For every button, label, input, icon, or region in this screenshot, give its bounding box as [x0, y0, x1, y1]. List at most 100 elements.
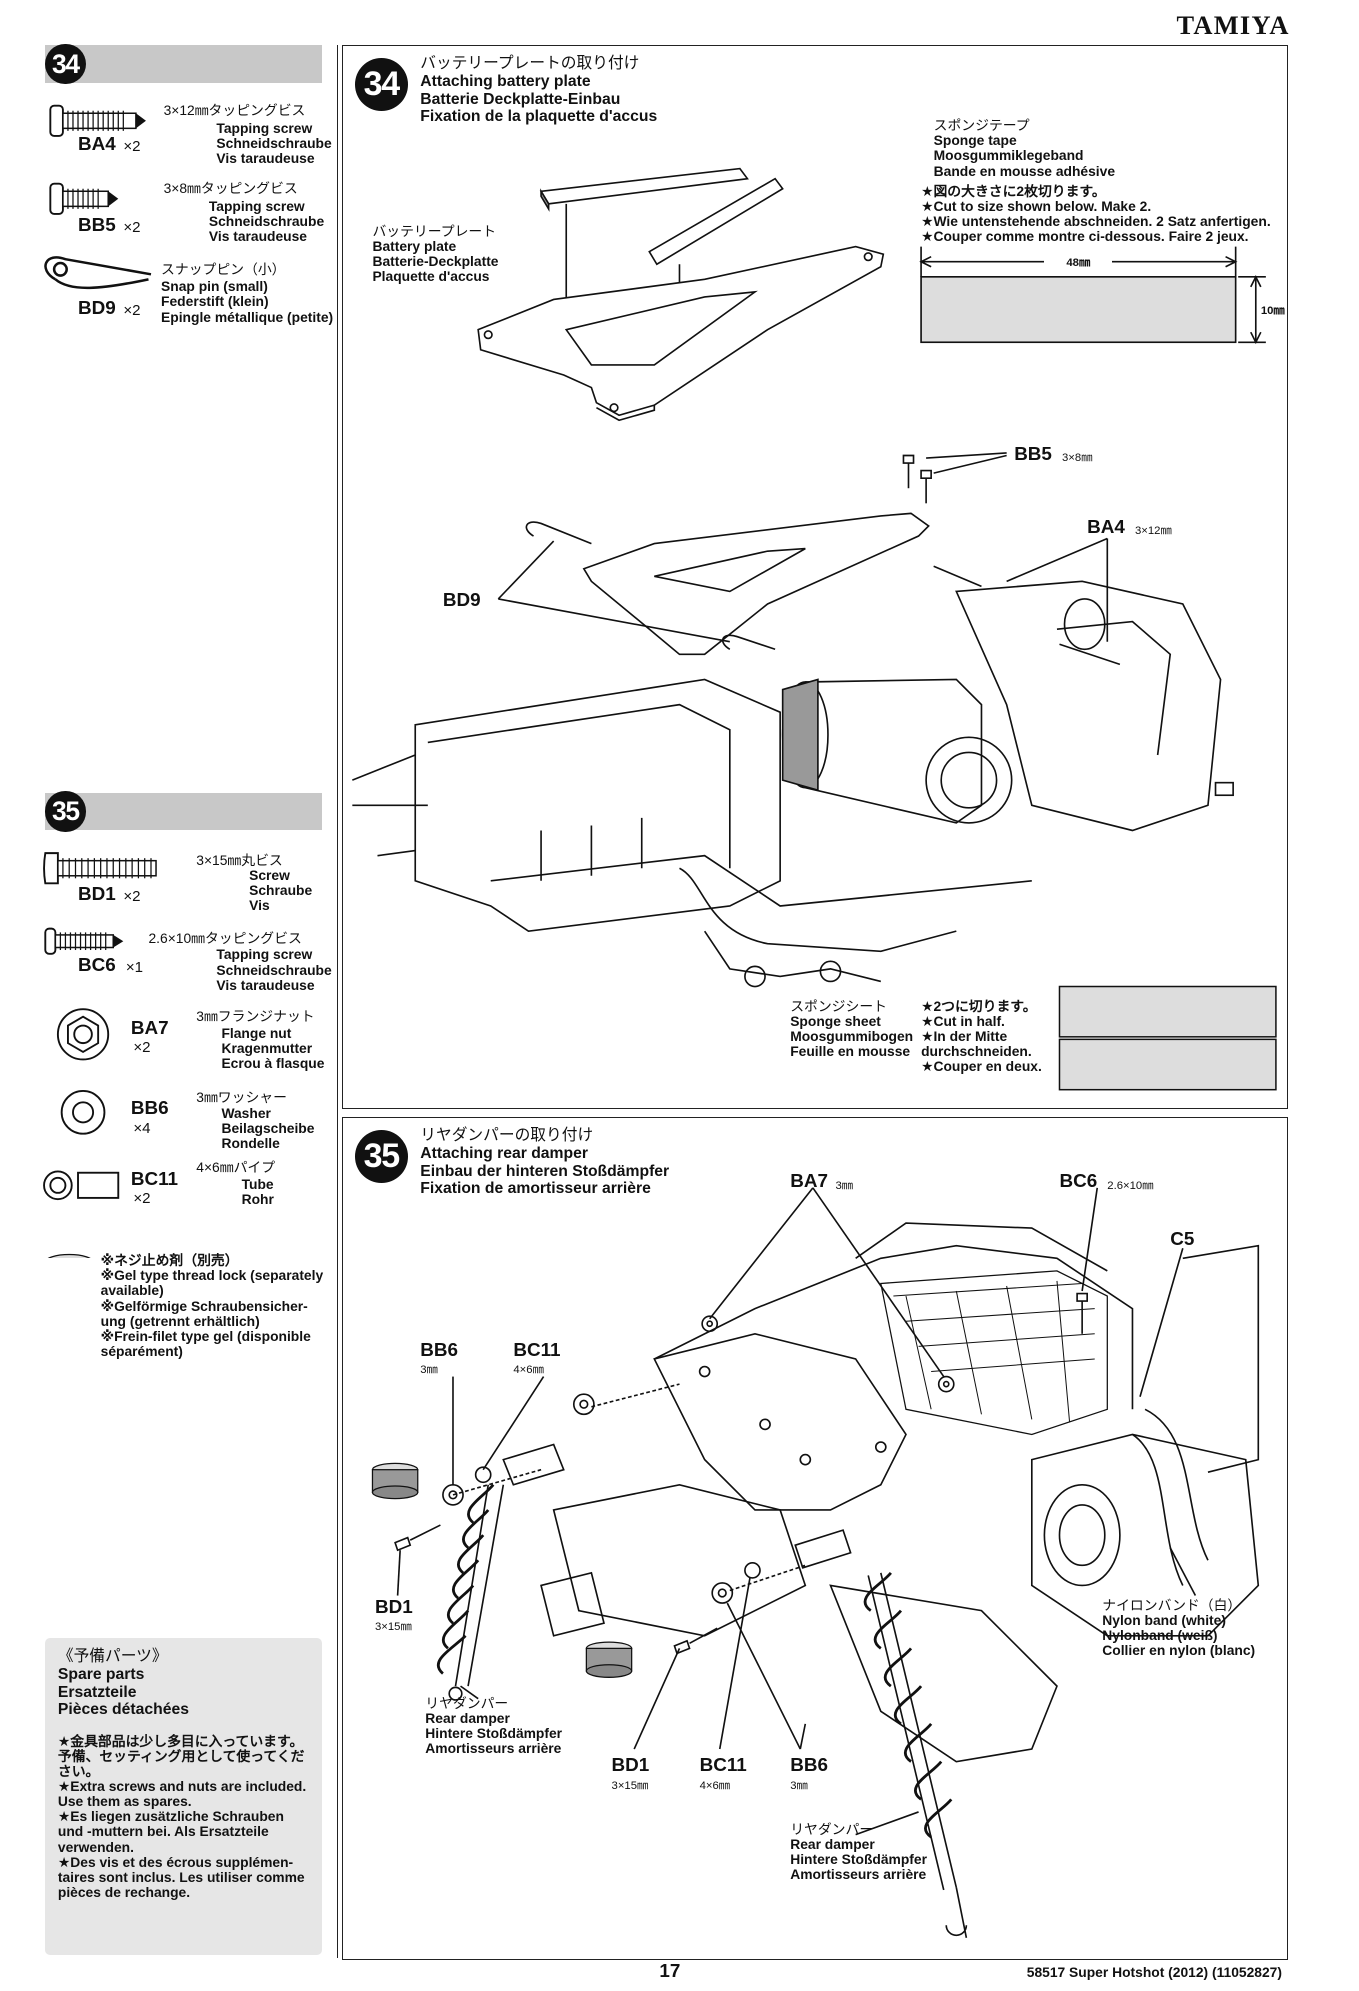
screw-icon: [49, 182, 119, 215]
part-name: Vis: [249, 897, 270, 914]
screw-icon: [44, 927, 124, 955]
part-name: Vis taraudeuse: [216, 976, 315, 993]
callout-bd1-size: 3×15㎜: [374, 1621, 412, 1634]
step34-diagram: [352, 167, 1277, 1091]
snap-pin-icon: [44, 256, 152, 290]
part-code: BC11: [130, 1167, 179, 1189]
step35-panel: [342, 1117, 1288, 1960]
part-code: BB6: [130, 1097, 169, 1119]
part-name: Tapping screw: [216, 946, 313, 963]
flange-nut-icon: [56, 1008, 110, 1061]
callout-bb5: BB5: [1014, 442, 1052, 464]
column-divider: [337, 45, 339, 1958]
part-qty: ×2: [123, 888, 141, 906]
part-name: Vis taraudeuse: [216, 149, 315, 166]
callout-bd9: BD9: [442, 588, 481, 610]
part-code: BA4: [78, 133, 116, 155]
sponge-tape-note: ★図の大きさに2枚切ります。 ★Cut to size shown below.…: [921, 182, 1271, 244]
part-name: Rohr: [241, 1190, 274, 1207]
part-qty: ×2: [123, 218, 141, 236]
part-name: Schneidschraube: [216, 961, 332, 978]
sponge-sheet-label: スポンジシート Sponge sheet Moosgummibogen Feui…: [790, 998, 914, 1060]
thread-lock-jar-icon: [585, 1641, 633, 1678]
callout-bc6: BC6: [1059, 1170, 1098, 1192]
part-code: BB5: [78, 213, 116, 235]
part-code: BC6: [78, 953, 116, 975]
callout-bc11: BC11: [513, 1338, 561, 1360]
part-code: BD1: [78, 883, 116, 905]
part-name: Flange nut: [221, 1024, 292, 1041]
part-name: Ecrou à flasque: [221, 1054, 325, 1071]
part-qty: ×2: [133, 1190, 151, 1208]
step34-panel-badge: 34: [354, 57, 408, 111]
callout-c5: C5: [1170, 1228, 1195, 1250]
part-name: Washer: [221, 1105, 271, 1122]
part-qty: ×2: [133, 1039, 151, 1057]
battery-plate-label: バッテリープレート Battery plate Batterie-Deckpla…: [372, 222, 499, 285]
part-name-jp: 3×15㎜丸ビス: [196, 852, 283, 869]
callout-bd1: BD1: [374, 1595, 413, 1617]
callout-ba4: BA4: [1087, 515, 1125, 537]
callout-bd1-bottom-size: 3×15㎜: [611, 1779, 649, 1792]
part-name: Kragenmutter: [221, 1039, 313, 1056]
spare-parts-title: 《予備パーツ》 Spare parts Ersatzteile Pièces d…: [57, 1648, 189, 1719]
callout-bc11-bottom: BC11: [699, 1754, 747, 1776]
part-code: BA7: [130, 1016, 169, 1038]
part-name-jp: 2.6×10㎜タッピングビス: [148, 930, 302, 947]
sponge-tape-label: スポンジテープ Sponge tape Moosgummiklegeband B…: [933, 117, 1116, 179]
callout-bc6-size: 2.6×10㎜: [1107, 1179, 1154, 1192]
part-name: Vis taraudeuse: [208, 228, 308, 244]
callout-bb5-size: 3×8㎜: [1062, 452, 1093, 465]
step35-header-bar: [45, 792, 323, 831]
part-name-jp: 3×12㎜タッピングビス: [163, 102, 306, 119]
thread-lock-note: ※ネジ止め剤（別売） ※Gel type thread lock (separa…: [100, 1252, 324, 1359]
part-name: Epingle métallique (petite): [161, 308, 334, 325]
part-code: BD9: [78, 296, 116, 318]
part-qty: ×2: [123, 301, 141, 319]
callout-bc11-size: 4×6㎜: [513, 1364, 544, 1377]
part-name: Screw: [249, 867, 290, 884]
part-name: Beilagscheibe: [221, 1120, 315, 1137]
part-name: Rondelle: [221, 1135, 280, 1152]
thread-lock-jar-icon: [371, 1462, 419, 1500]
step35-panel-badge: 35: [354, 1129, 408, 1183]
part-name: Federstift (klein): [161, 293, 269, 310]
part-qty: ×4: [133, 1119, 151, 1137]
step35-title: リヤダンパーの取り付け Attaching rear damper Einbau…: [420, 1127, 670, 1198]
callout-bc11-bottom-size: 4×6㎜: [699, 1779, 731, 1792]
part-name-jp: 3×8㎜タッピングビス: [163, 180, 298, 197]
step34-panel: [342, 45, 1288, 1110]
part-name: Tapping screw: [208, 197, 305, 214]
step35-badge: 35: [45, 791, 86, 832]
screw-icon: [43, 852, 157, 885]
part-name: Schneidschraube: [208, 212, 325, 229]
rear-damper-label-right: リヤダンパー Rear damper Hintere Stoßdämpfer A…: [790, 1821, 927, 1883]
spare-parts-box: 《予備パーツ》 Spare parts Ersatzteile Pièces d…: [45, 1638, 323, 1956]
tube-icon: [43, 1170, 120, 1201]
callout-bd1-bottom: BD1: [611, 1754, 650, 1776]
sponge-sheet-note: ★2つに切ります。 ★Cut in half. ★In der Mitte du…: [921, 998, 1042, 1075]
part-qty: ×2: [123, 138, 141, 156]
dimension-width: 48㎜: [1044, 254, 1113, 271]
part-name: Schneidschraube: [216, 134, 332, 151]
callout-bb6-bottom-size: 3㎜: [790, 1779, 808, 1792]
screw-icon: [49, 104, 146, 137]
thread-lock-jar-icon: [47, 1253, 92, 1259]
step34-badge: 34: [45, 44, 86, 85]
nylon-band-label: ナイロンバンド（白） Nylon band (white) Nylonband …: [1102, 1597, 1256, 1659]
callout-ba4-size: 3×12㎜: [1134, 525, 1172, 538]
part-name-jp: スナップピン（小）: [161, 260, 286, 277]
callout-bb6: BB6: [420, 1338, 458, 1360]
part-name-jp: 3㎜フランジナット: [196, 1008, 315, 1025]
callout-ba7: BA7: [790, 1170, 828, 1192]
step34-part-icons: [44, 104, 152, 290]
step34-header-bar: [45, 45, 323, 84]
step35-part-icons: [43, 852, 157, 1259]
part-name: Snap pin (small): [161, 278, 268, 295]
callout-ba7-size: 3㎜: [835, 1179, 854, 1192]
callout-bb6-size: 3㎜: [420, 1364, 438, 1377]
part-name: Schraube: [249, 882, 313, 899]
part-name: Tapping screw: [216, 119, 313, 136]
part-name: Tube: [241, 1175, 274, 1192]
